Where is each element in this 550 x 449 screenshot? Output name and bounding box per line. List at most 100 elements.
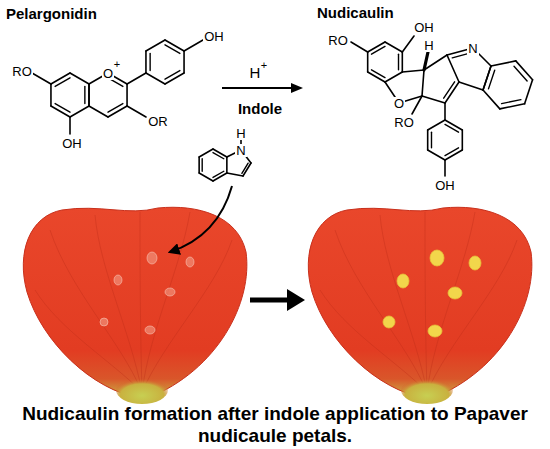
left-petal xyxy=(23,207,247,404)
figure-caption: Nudicaulin formation after indole applic… xyxy=(0,403,550,447)
chemical-bond xyxy=(459,82,483,90)
chemical-bond xyxy=(184,40,203,51)
chemical-bond xyxy=(165,40,184,51)
chemical-bond xyxy=(145,51,147,73)
chemical-bond xyxy=(525,80,533,104)
chemical-bond xyxy=(127,106,146,117)
chemical-bond xyxy=(84,86,85,103)
chemical-bond xyxy=(447,55,459,82)
atom-label: OH xyxy=(434,179,456,192)
chemical-bond xyxy=(424,52,428,70)
atom-label: RO xyxy=(393,116,415,129)
atom-label: OH xyxy=(61,137,83,150)
chemical-bond xyxy=(50,84,52,106)
nudicaulin-spots xyxy=(383,250,481,337)
chemical-bond xyxy=(428,150,445,160)
atom-label: RO xyxy=(11,65,33,78)
chemical-bond xyxy=(70,106,89,117)
chemical-bond xyxy=(201,159,202,171)
right-petal xyxy=(308,207,532,404)
reaction-arrow xyxy=(222,87,293,89)
chemical-bond xyxy=(199,173,213,181)
chemical-bond xyxy=(227,173,243,176)
chemical-bond xyxy=(165,45,180,54)
chemical-bond xyxy=(402,70,424,72)
chemical-bond xyxy=(371,46,385,54)
chemical-bond xyxy=(183,51,185,73)
chemical-bond xyxy=(55,78,70,87)
chemical-bond xyxy=(213,153,224,159)
process-arrow xyxy=(250,298,289,303)
compound-name: Pelargonidin xyxy=(5,6,98,21)
chemical-bond xyxy=(51,73,70,84)
chemical-bond xyxy=(108,106,127,117)
chemical-bond xyxy=(412,96,422,114)
chemical-bond xyxy=(226,157,228,173)
chemical-bond xyxy=(70,73,89,84)
chemical-bond xyxy=(351,42,368,52)
chemical-bond xyxy=(165,73,184,84)
chemical-bond xyxy=(89,106,108,117)
charge-label: + xyxy=(260,60,268,71)
chemical-bond xyxy=(51,106,70,117)
chemical-bond xyxy=(445,124,459,132)
chemical-bond xyxy=(422,70,424,96)
process-arrowhead xyxy=(287,289,305,311)
chemical-bond xyxy=(427,130,429,150)
compound-name: Nudicaulin xyxy=(316,5,395,20)
chemical-bond xyxy=(371,70,385,78)
chemical-bond xyxy=(367,52,369,72)
chemical-bond xyxy=(488,70,494,89)
atom-label: N xyxy=(235,144,246,157)
atom-label: OR xyxy=(147,115,169,128)
chemical-bond xyxy=(88,84,90,106)
chemical-bond xyxy=(444,82,455,98)
chemical-bond xyxy=(108,104,123,113)
chemical-bond xyxy=(491,61,516,66)
chemical-bond xyxy=(69,117,71,134)
reaction-arrowhead xyxy=(291,83,303,93)
application-arrow xyxy=(170,186,232,252)
chemical-bond xyxy=(368,42,385,52)
chemical-bond xyxy=(431,132,432,148)
chemical-bond xyxy=(402,52,404,72)
chemical-bond xyxy=(198,157,200,173)
chemical-bond xyxy=(445,148,459,156)
chemical-bond xyxy=(514,66,527,81)
reagent-label: Indole xyxy=(237,101,283,116)
chemical-bond xyxy=(146,40,165,51)
atom-label: OH xyxy=(203,30,225,43)
chemical-bond xyxy=(385,72,402,82)
chemical-bond xyxy=(398,54,399,70)
chemical-bond xyxy=(428,120,445,130)
indole-droplets xyxy=(100,252,194,334)
chemical-bond xyxy=(127,73,146,84)
chemical-bond xyxy=(146,73,165,84)
chemical-bond xyxy=(55,104,70,113)
atom-label: OH xyxy=(413,21,435,34)
chemical-bond xyxy=(444,160,446,176)
chemical-bond xyxy=(88,84,90,106)
chemical-bond xyxy=(502,100,521,104)
chemical-bond xyxy=(165,71,180,80)
chemical-bond xyxy=(149,53,150,70)
chemical-bond xyxy=(242,163,248,173)
chemical-bond xyxy=(126,84,128,106)
atom-label: N xyxy=(467,42,478,55)
atom-label: RO xyxy=(327,34,349,47)
charge-label: + xyxy=(113,59,121,70)
chemical-bond xyxy=(213,171,224,177)
chemical-bond xyxy=(445,150,462,160)
chemical-bond xyxy=(199,149,213,157)
chemical-bond xyxy=(368,72,385,82)
chemical-bond xyxy=(422,96,445,103)
chemical-bond xyxy=(402,36,414,52)
atom-label: O xyxy=(393,97,405,110)
chemical-bond xyxy=(445,120,462,130)
atom-label: H xyxy=(423,39,434,52)
chemical-bond xyxy=(385,42,402,52)
chemical-bond xyxy=(483,90,500,109)
chemical-bond xyxy=(500,104,525,109)
